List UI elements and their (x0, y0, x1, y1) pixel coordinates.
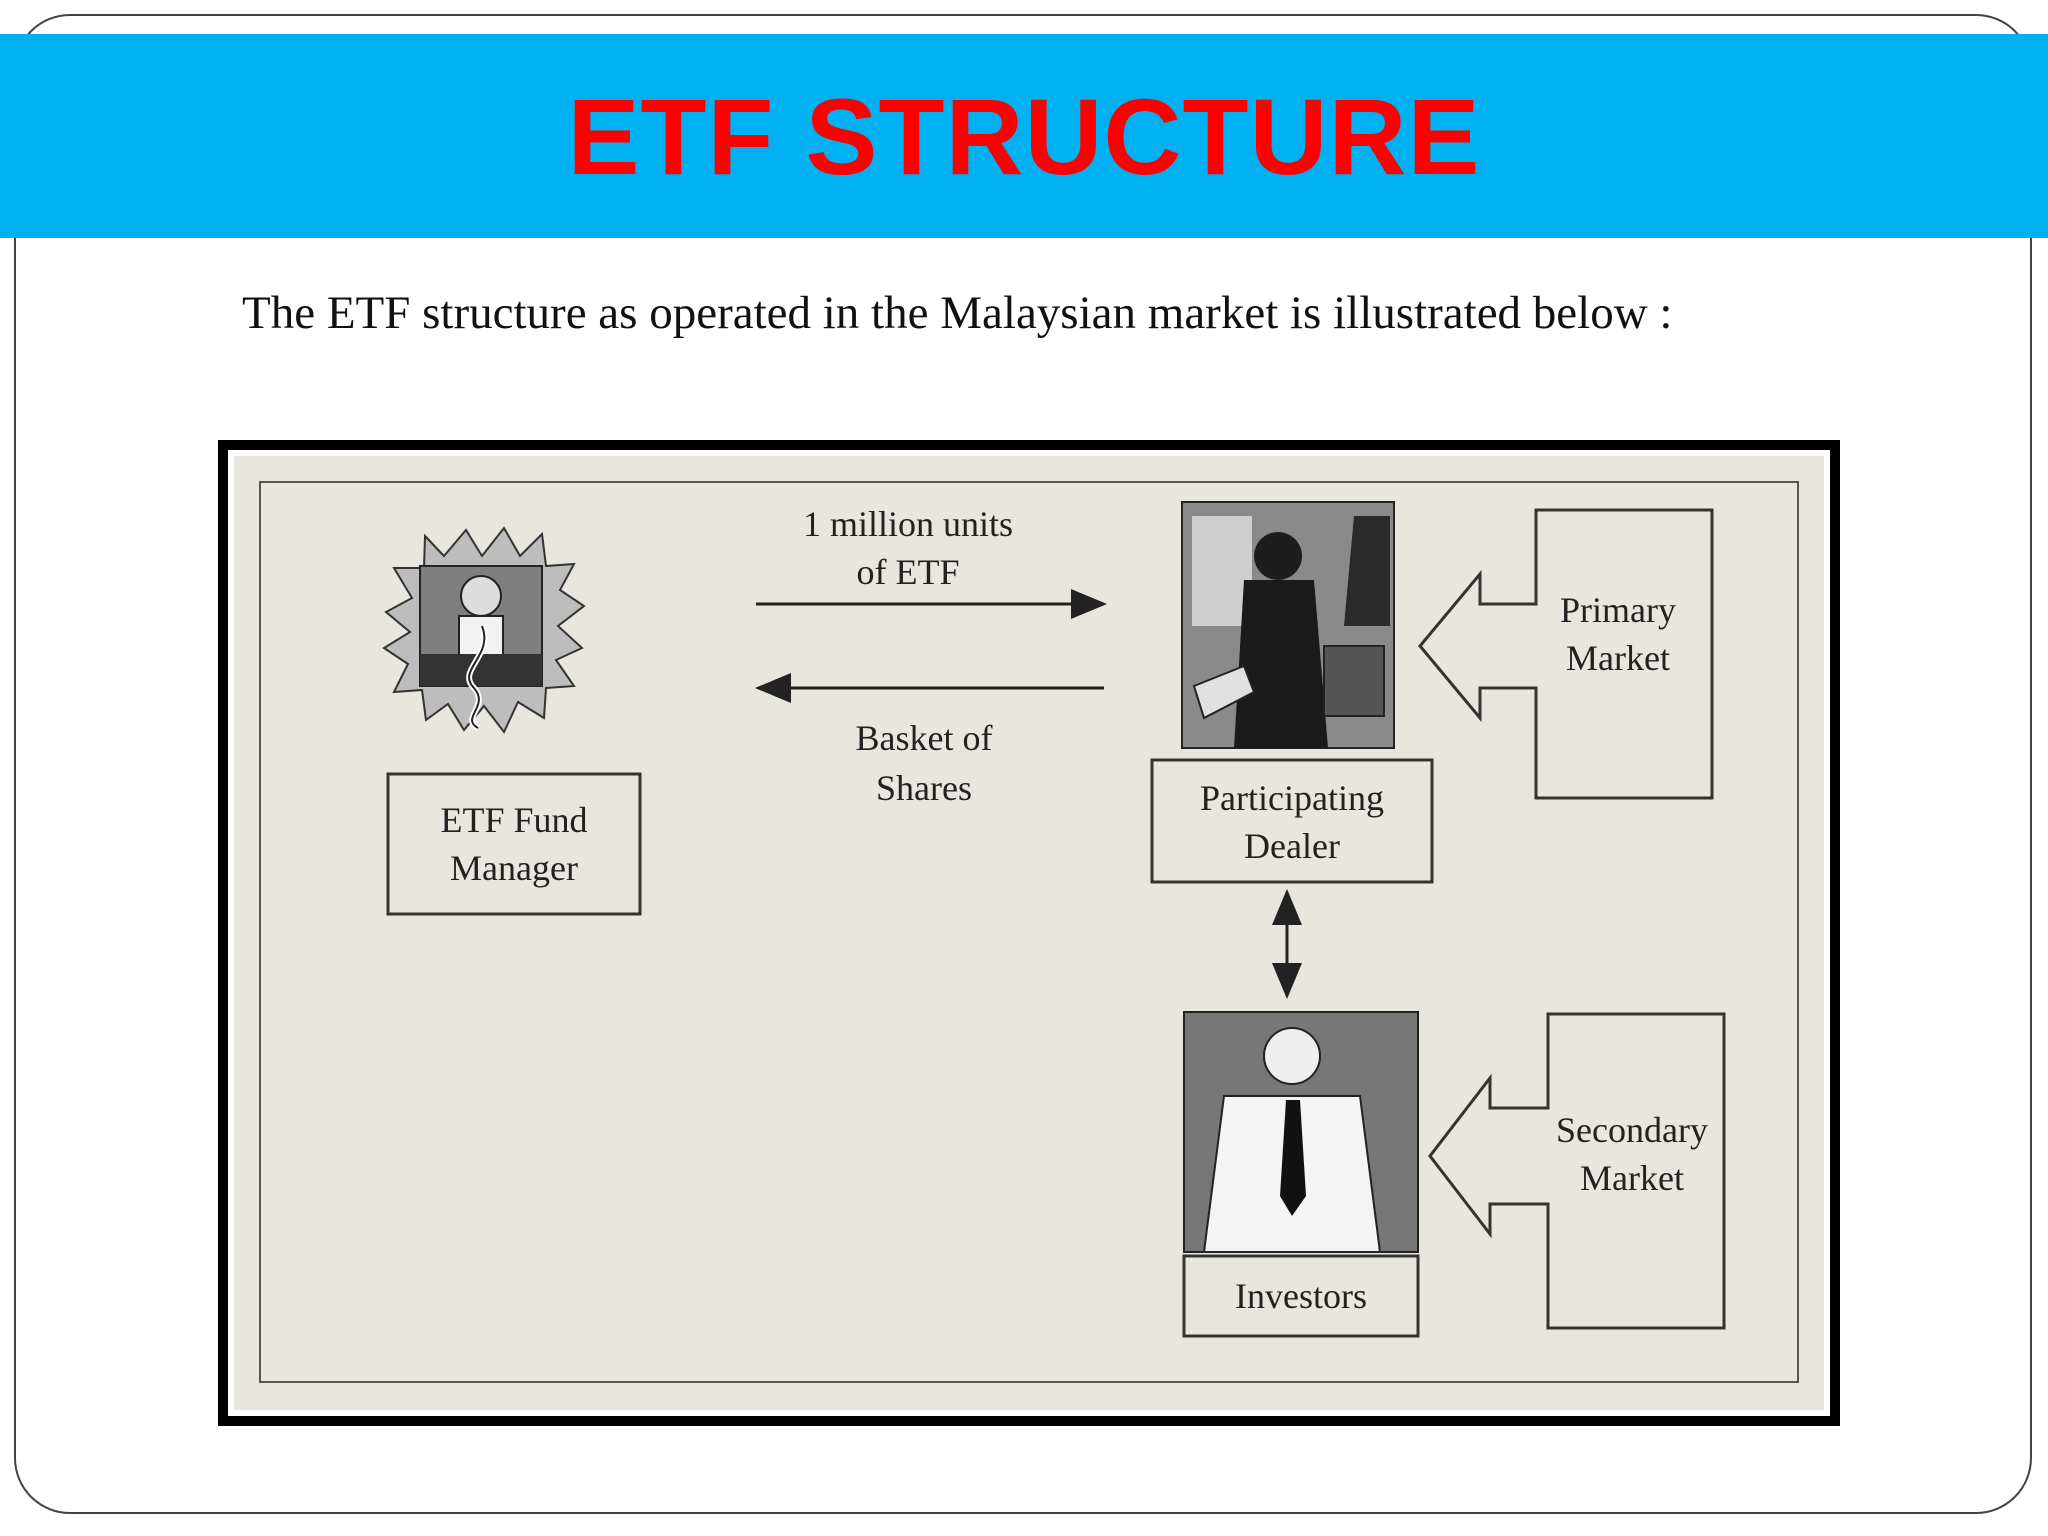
flow-shares-to-manager: Basket of Shares (755, 673, 1104, 808)
secondary-market-label-line1: Secondary (1556, 1110, 1708, 1150)
primary-market-label-line2: Market (1566, 638, 1670, 678)
intro-text: The ETF structure as operated in the Mal… (242, 287, 1673, 339)
units-label-line1: 1 million units (803, 504, 1013, 544)
fund-manager-illustration (382, 526, 586, 734)
diagram-frame: ETF Fund Manager 1 million units of ETF … (218, 440, 1840, 1426)
slide-frame (14, 14, 2032, 1514)
slide-title: ETF STRUCTURE (567, 75, 1481, 197)
investors-label: Investors (1235, 1276, 1367, 1316)
primary-market-node: Primary Market (1418, 508, 1714, 800)
participating-dealer-node: Participating Dealer (1150, 758, 1434, 884)
dealer-illustration (1181, 501, 1395, 749)
flow-units-to-dealer: 1 million units of ETF (756, 504, 1107, 619)
units-label-line2: of ETF (857, 552, 960, 592)
secondary-market-label-line2: Market (1580, 1158, 1684, 1198)
fund-manager-node: ETF Fund Manager (386, 772, 642, 916)
investors-node: Investors (1182, 1254, 1420, 1338)
paper-border (259, 481, 1799, 1383)
fund-manager-label-line1: ETF Fund (440, 800, 587, 840)
dealer-label-line1: Participating (1200, 778, 1384, 818)
fund-manager-label-line2: Manager (450, 848, 578, 888)
investors-illustration (1183, 1011, 1419, 1253)
shares-label-line2: Shares (876, 768, 972, 808)
dealer-label-line2: Dealer (1244, 826, 1340, 866)
etf-structure-diagram: ETF Fund Manager 1 million units of ETF … (234, 456, 1824, 1410)
shares-label-line1: Basket of (856, 718, 993, 758)
secondary-market-node: Secondary Market (1428, 1012, 1726, 1330)
title-bar: ETF STRUCTURE (0, 34, 2048, 238)
primary-market-label-line1: Primary (1560, 590, 1676, 630)
diagram-inner: ETF Fund Manager 1 million units of ETF … (228, 450, 1830, 1416)
primary-market-arrow (1418, 508, 1714, 800)
secondary-market-arrow (1428, 1012, 1726, 1330)
